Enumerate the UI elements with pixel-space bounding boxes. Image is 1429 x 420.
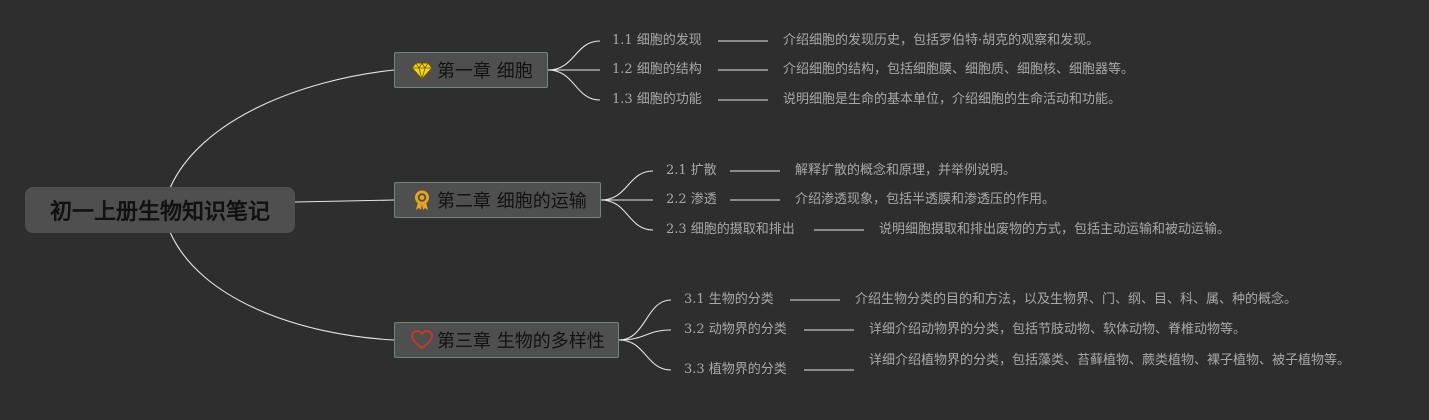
section-description[interactable]: 介绍渗透现象，包括半透膜和渗透压的作用。 (795, 192, 1056, 207)
section-description[interactable]: 介绍细胞的结构，包括细胞膜、细胞质、细胞核、细胞器等。 (783, 62, 1135, 77)
connector-root-ch2 (294, 199, 395, 203)
chapter-node-3[interactable]: 第三章 生物的多样性 (394, 322, 619, 358)
section-label[interactable]: 1.2 细胞的结构 (612, 62, 702, 77)
connector-ch1-s3 (547, 69, 601, 101)
section-description[interactable]: 说明细胞是生命的基本单位，介绍细胞的生命活动和功能。 (783, 92, 1122, 107)
heart-icon (411, 329, 433, 351)
section-description[interactable]: 说明细胞摄取和排出废物的方式，包括主动运输和被动运输。 (879, 222, 1231, 237)
section-label[interactable]: 2.1 扩散 (666, 163, 717, 178)
connector-ch3-s2 (618, 329, 672, 341)
chapter-title: 第二章 细胞的运输 (437, 191, 587, 212)
section-label[interactable]: 1.3 细胞的功能 (612, 92, 702, 107)
section-label[interactable]: 3.3 植物界的分类 (684, 362, 787, 377)
root-title: 初一上册生物知识笔记 (49, 200, 270, 225)
connector-ch3-s1 (618, 299, 672, 341)
diamond-icon (411, 59, 433, 81)
root-node[interactable]: 初一上册生物知识笔记 (25, 187, 295, 233)
connector-root-ch1 (169, 69, 395, 189)
section-description[interactable]: 详细介绍动物界的分类，包括节肢动物、软体动物、脊椎动物等。 (869, 322, 1247, 337)
connector-ch1-s1 (547, 40, 601, 71)
connector-root-ch3 (169, 231, 395, 341)
award-medal-icon (411, 189, 433, 211)
section-description[interactable]: 解释扩散的概念和原理，并举例说明。 (795, 163, 1017, 178)
section-description[interactable]: 介绍生物分类的目的和方法，以及生物界、门、纲、目、科、属、种的概念。 (855, 292, 1298, 307)
chapter-title: 第三章 生物的多样性 (437, 331, 605, 352)
section-label[interactable]: 2.3 细胞的摄取和排出 (666, 222, 795, 237)
section-description[interactable]: 详细介绍植物界的分类，包括藻类、苔藓植物、蕨类植物、裸子植物、被子植物等。 (869, 353, 1351, 368)
section-label[interactable]: 1.1 细胞的发现 (612, 33, 702, 48)
chapter-title: 第一章 细胞 (437, 61, 533, 82)
section-label[interactable]: 3.2 动物界的分类 (684, 322, 787, 337)
connector-ch2-s1 (600, 170, 654, 201)
connector-ch2-s3 (600, 199, 654, 231)
connector-ch3-s3 (618, 339, 672, 371)
chapter-node-1[interactable]: 第一章 细胞 (394, 52, 548, 88)
section-label[interactable]: 3.1 生物的分类 (684, 292, 774, 307)
section-description[interactable]: 介绍细胞的发现历史，包括罗伯特·胡克的观察和发现。 (783, 33, 1100, 48)
chapter-node-2[interactable]: 第二章 细胞的运输 (394, 182, 601, 218)
section-label[interactable]: 2.2 渗透 (666, 192, 717, 207)
